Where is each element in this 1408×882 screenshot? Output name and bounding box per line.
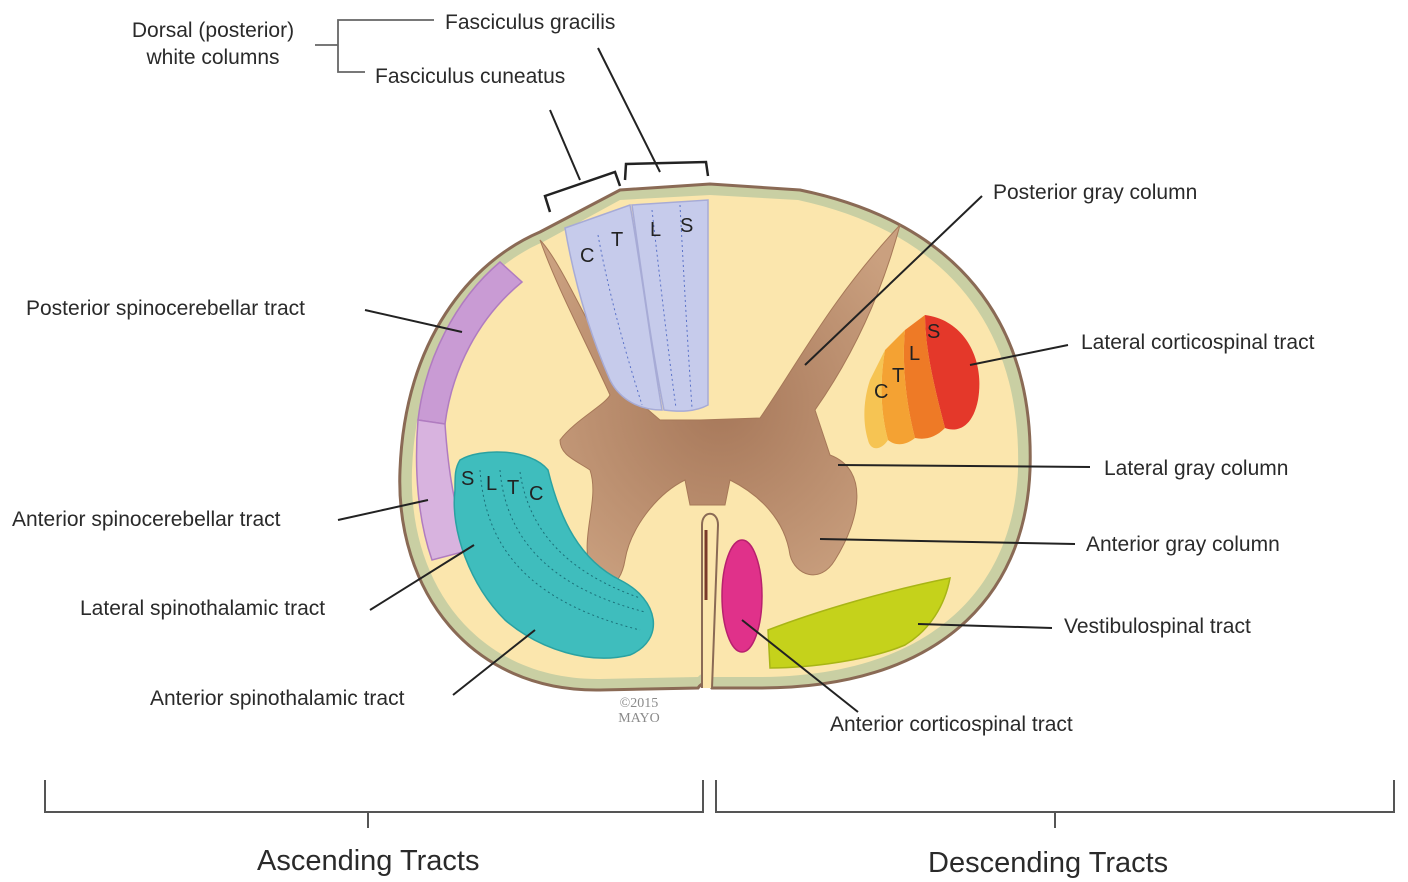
fasciculus-gracilis-label: Fasciculus gracilis: [445, 12, 615, 33]
descending-bracket: [716, 780, 1394, 828]
anterior-spinocerebellar-label: Anterior spinocerebellar tract: [12, 509, 280, 530]
lateral-gray-column-label: Lateral gray column: [1104, 458, 1288, 479]
spinothalamic-seg-l: L: [486, 473, 497, 495]
spinothalamic-seg-c: C: [529, 483, 543, 505]
copyright-owner: MAYO: [604, 712, 674, 727]
corticospinal-seg-t: T: [892, 365, 904, 387]
anterior-corticospinal-label: Anterior corticospinal tract: [830, 714, 1073, 735]
anterior-gray-column-label: Anterior gray column: [1086, 534, 1280, 555]
gracilis-bracket: [625, 162, 708, 180]
ascending-tracts-label: Ascending Tracts: [257, 847, 479, 876]
posterior-gray-column-label: Posterior gray column: [993, 182, 1197, 203]
dorsal-seg-c: C: [580, 245, 594, 267]
spinothalamic-seg-t: T: [507, 477, 519, 499]
lateral-corticospinal-label: Lateral corticospinal tract: [1081, 332, 1314, 353]
corticospinal-seg-s: S: [927, 321, 940, 343]
dorsal-group-line2: white columns: [108, 47, 318, 68]
anterior-spinothalamic-label: Anterior spinothalamic tract: [150, 688, 404, 709]
fasciculus-cuneatus-label: Fasciculus cuneatus: [375, 66, 565, 87]
anterior-corticospinal-tract: [722, 540, 762, 652]
corticospinal-seg-l: L: [909, 343, 920, 365]
dorsal-seg-s: S: [680, 215, 693, 237]
dorsal-group-label: Dorsal (posterior) white columns: [108, 20, 318, 68]
lateral-spinothalamic-label: Lateral spinothalamic tract: [80, 598, 325, 619]
descending-tracts-label: Descending Tracts: [928, 849, 1168, 878]
ascending-bracket: [45, 780, 703, 828]
dorsal-seg-t: T: [611, 229, 623, 251]
vestibulospinal-label: Vestibulospinal tract: [1064, 616, 1251, 637]
corticospinal-seg-c: C: [874, 381, 888, 403]
dorsal-seg-l: L: [650, 219, 661, 241]
copyright-year: ©2015: [604, 697, 674, 712]
dorsal-group-line1: Dorsal (posterior): [108, 20, 318, 41]
posterior-spinocerebellar-label: Posterior spinocerebellar tract: [26, 298, 305, 319]
spinothalamic-seg-s: S: [461, 468, 474, 490]
copyright-mark: ©2015 MAYO: [604, 697, 674, 726]
